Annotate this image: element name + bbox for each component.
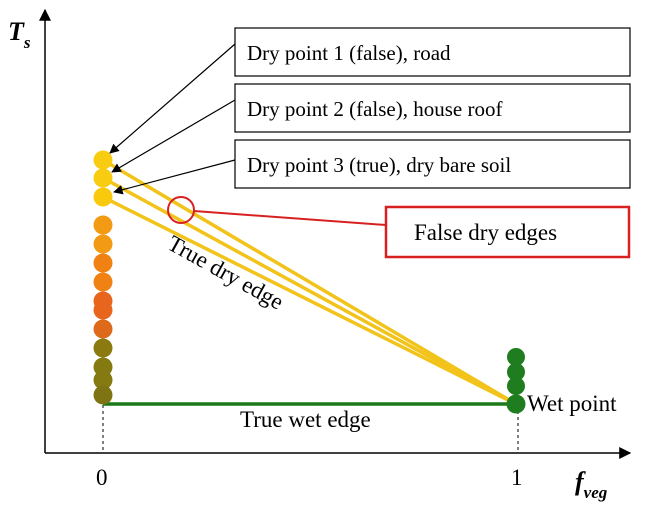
- dry-point-3-label: Dry point 3 (true), dry bare soil: [247, 153, 511, 177]
- wet-column-point: [507, 377, 525, 395]
- dry-point-2-label-box: Dry point 2 (false), house roof: [234, 83, 631, 133]
- column-point: [93, 319, 113, 339]
- false-dry-edges-label-box: False dry edges: [384, 205, 631, 259]
- y-axis-label: Ts: [8, 17, 31, 52]
- dry-point-3-marker: [93, 187, 113, 207]
- dry-point-1-marker: [93, 150, 113, 170]
- arrow-to-dry-point-2: [111, 99, 236, 173]
- dry-edge-lines: [102, 158, 517, 406]
- column-point: [93, 215, 113, 235]
- column-point: [93, 253, 113, 273]
- x-tick-label-1: 1: [511, 465, 523, 490]
- column-point: [93, 300, 113, 320]
- column-point: [93, 234, 113, 254]
- axes: [39, 8, 632, 459]
- column-point: [93, 338, 113, 358]
- column-points: [93, 215, 113, 405]
- false-dry-edge-1: [102, 158, 517, 406]
- x-tick-label-0: 0: [96, 465, 108, 490]
- wet-point-marker: [506, 394, 526, 414]
- wet-column-point: [507, 348, 525, 366]
- false-dry-edges-label: False dry edges: [414, 220, 557, 245]
- dry-point-2-marker: [93, 168, 113, 188]
- false-dry-edge-2: [102, 176, 517, 406]
- column-point: [93, 272, 113, 292]
- wet-point-label: Wet point: [527, 391, 617, 416]
- x-axis-label: fveg: [575, 467, 608, 502]
- wet-column-point: [507, 363, 525, 381]
- dry-point-1-label: Dry point 1 (false), road: [247, 41, 451, 65]
- dry-point-1-label-box: Dry point 1 (false), road: [234, 27, 631, 77]
- arrow-to-dry-point-1: [109, 43, 236, 154]
- true-dry-edge-label: True dry edge: [164, 231, 288, 315]
- column-point: [93, 385, 113, 405]
- column-point: [93, 357, 113, 377]
- true-dry-edge-line: [102, 195, 517, 406]
- false-dry-edges-highlight-circle: [167, 196, 195, 224]
- column-point: [93, 370, 113, 390]
- dry-points: [93, 150, 113, 207]
- arrow-to-dry-point-3: [113, 159, 236, 195]
- true-wet-edge-label: True wet edge: [240, 407, 371, 432]
- wet-points: [506, 348, 526, 414]
- dry-point-3-label-box: Dry point 3 (true), dry bare soil: [234, 139, 631, 189]
- dry-point-2-label: Dry point 2 (false), house roof: [247, 97, 502, 121]
- false-dry-edges-connector: [193, 210, 387, 226]
